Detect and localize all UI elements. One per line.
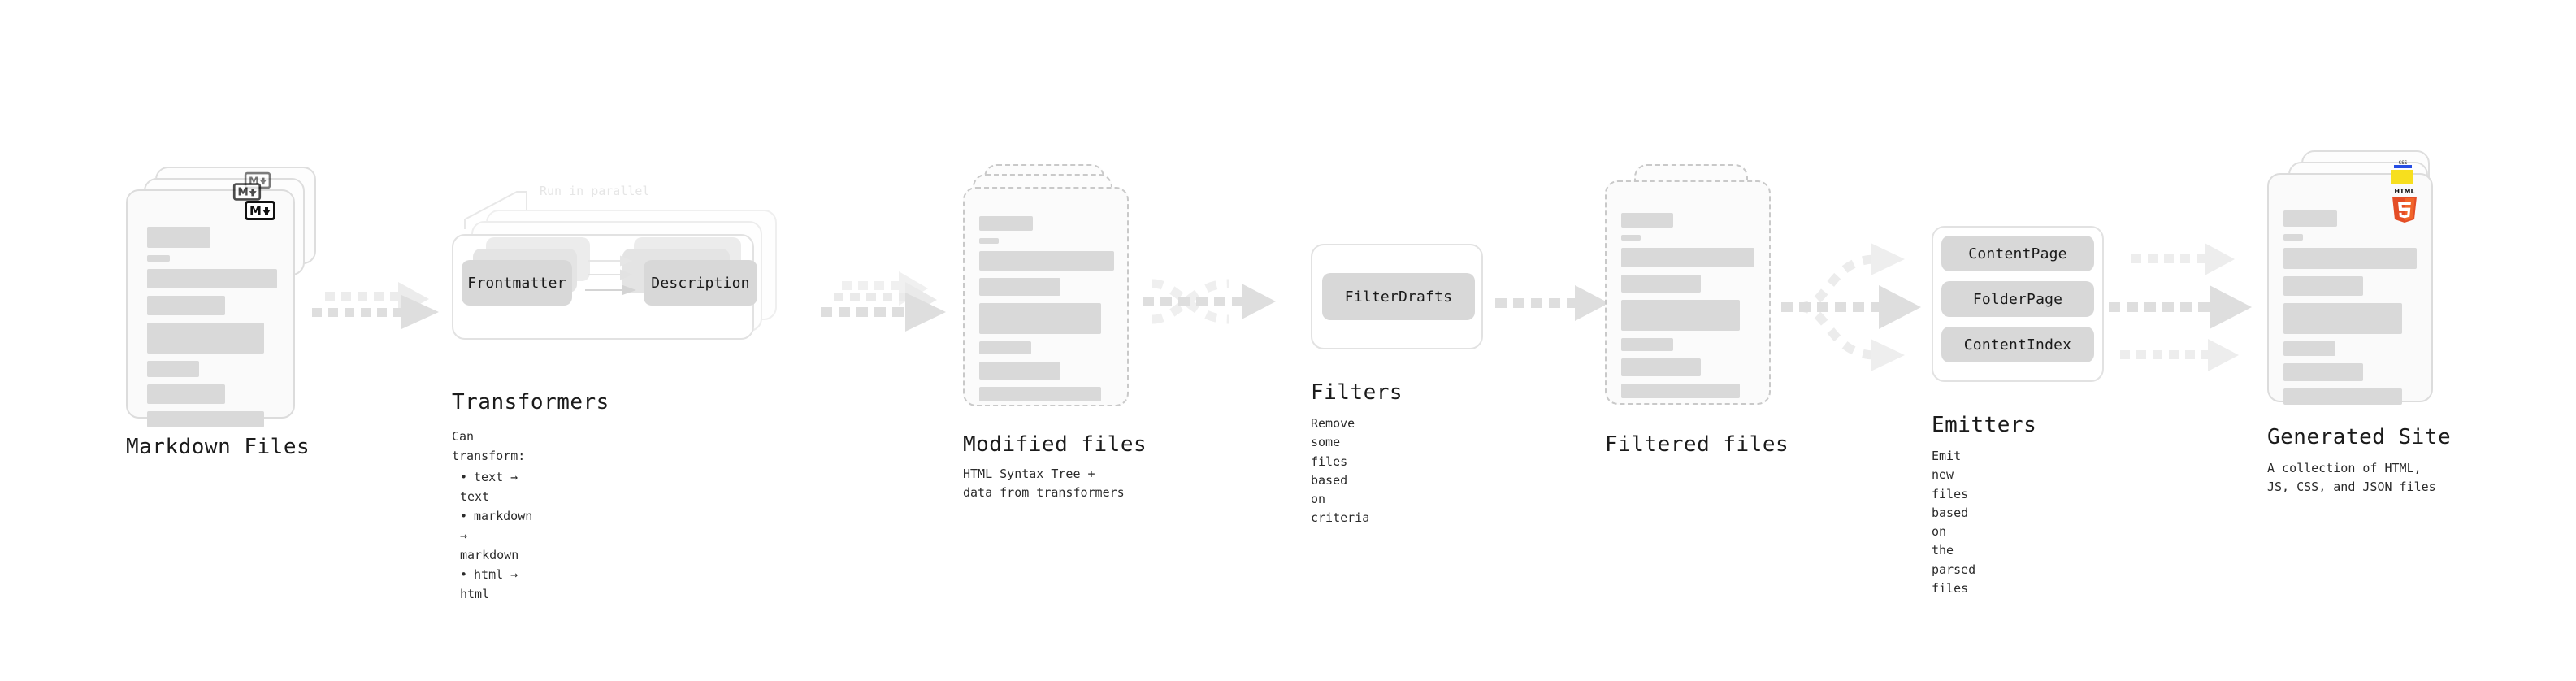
transformer-inner-arrows bbox=[585, 255, 636, 296]
html5-icon: HTML bbox=[2387, 186, 2422, 223]
stage-subtitle-modified-files: HTML Syntax Tree + data from transformer… bbox=[963, 466, 1125, 501]
connector-emitters-to-site bbox=[2109, 243, 2252, 371]
markdown-icon-letter: M bbox=[248, 173, 259, 187]
chip-filterdrafts[interactable]: FilterDrafts bbox=[1322, 273, 1475, 320]
svg-text:HTML: HTML bbox=[2394, 188, 2414, 195]
stage-markdown-files: M M M Markdown Files bbox=[126, 167, 321, 459]
run-in-parallel-label: Run in parallel bbox=[540, 184, 650, 198]
connector-filtered-to-emitters bbox=[1781, 243, 1921, 371]
js-icon bbox=[2391, 170, 2413, 184]
css3-icon-svg: CSS bbox=[2394, 160, 2412, 168]
capability-item: text → text bbox=[460, 467, 532, 506]
file-content-placeholder-lines bbox=[979, 216, 1114, 409]
file-card-front bbox=[963, 187, 1129, 406]
css3-icon: CSS bbox=[2394, 158, 2412, 170]
file-card-front bbox=[126, 189, 295, 427]
generated-site-file-stack: CSS HTML bbox=[2267, 150, 2470, 419]
stage-title-emitters: Emitters bbox=[1932, 413, 2037, 437]
capability-item: html → html bbox=[460, 565, 532, 604]
chip-contentindex[interactable]: ContentIndex bbox=[1941, 327, 2094, 362]
stage-title-filtered-files: Filtered files bbox=[1605, 432, 1789, 457]
stage-title-generated-site: Generated Site bbox=[2267, 425, 2452, 449]
connector-transformers-to-modified bbox=[821, 271, 946, 332]
markdown-file-stack: M M M bbox=[126, 167, 321, 427]
stage-subtitle-filters: Remove some files based on criteria bbox=[1311, 416, 1370, 526]
file-content-placeholder-lines bbox=[147, 227, 277, 435]
stage-title-filters: Filters bbox=[1311, 380, 1403, 405]
parallel-bracket bbox=[464, 191, 527, 229]
stage-title-transformers: Transformers bbox=[452, 390, 609, 414]
markdown-icon: M bbox=[245, 201, 275, 220]
modified-file-stack bbox=[963, 164, 1142, 424]
filtered-file-stack bbox=[1605, 164, 1784, 424]
chip-frontmatter[interactable]: Frontmatter bbox=[462, 260, 572, 306]
chip-description[interactable]: Description bbox=[644, 260, 757, 306]
transformers-capability-list: text → text markdown → markdown html → h… bbox=[452, 467, 532, 604]
chip-contentpage[interactable]: ContentPage bbox=[1941, 236, 2094, 271]
transformers-capabilities-lead: Can transform: bbox=[452, 429, 526, 463]
svg-text:CSS: CSS bbox=[2399, 160, 2408, 166]
file-content-placeholder-lines bbox=[2283, 210, 2417, 412]
markdown-icon-back-1: M bbox=[232, 183, 262, 201]
stage-modified-files: Modified files HTML Syntax Tree + data f… bbox=[963, 164, 1147, 500]
stage-subtitle-generated-site: A collection of HTML, JS, CSS, and JSON … bbox=[2267, 461, 2436, 495]
stage-subtitle-emitters: Emit new files based on the parsed files bbox=[1932, 449, 1976, 596]
file-content-placeholder-lines bbox=[1621, 213, 1754, 406]
connector-modified-to-filters bbox=[1143, 279, 1276, 324]
connector-markdown-to-transformers bbox=[312, 282, 439, 329]
stage-filtered-files: Filtered files bbox=[1605, 164, 1789, 457]
chip-folderpage[interactable]: FolderPage bbox=[1941, 281, 2094, 317]
transformers-capabilities: Can transform: text → text markdown → ma… bbox=[452, 427, 532, 604]
stage-title-modified-files: Modified files bbox=[963, 432, 1147, 457]
stage-title-markdown-files: Markdown Files bbox=[126, 435, 310, 459]
html5-icon-svg: HTML bbox=[2392, 188, 2417, 223]
file-card-front bbox=[2267, 173, 2433, 405]
file-card-front bbox=[1605, 180, 1771, 405]
connector-filters-to-filtered bbox=[1495, 285, 1609, 321]
stage-generated-site: CSS HTML Generated Site A collection of … bbox=[2267, 150, 2470, 494]
capability-item: markdown → markdown bbox=[460, 506, 532, 565]
